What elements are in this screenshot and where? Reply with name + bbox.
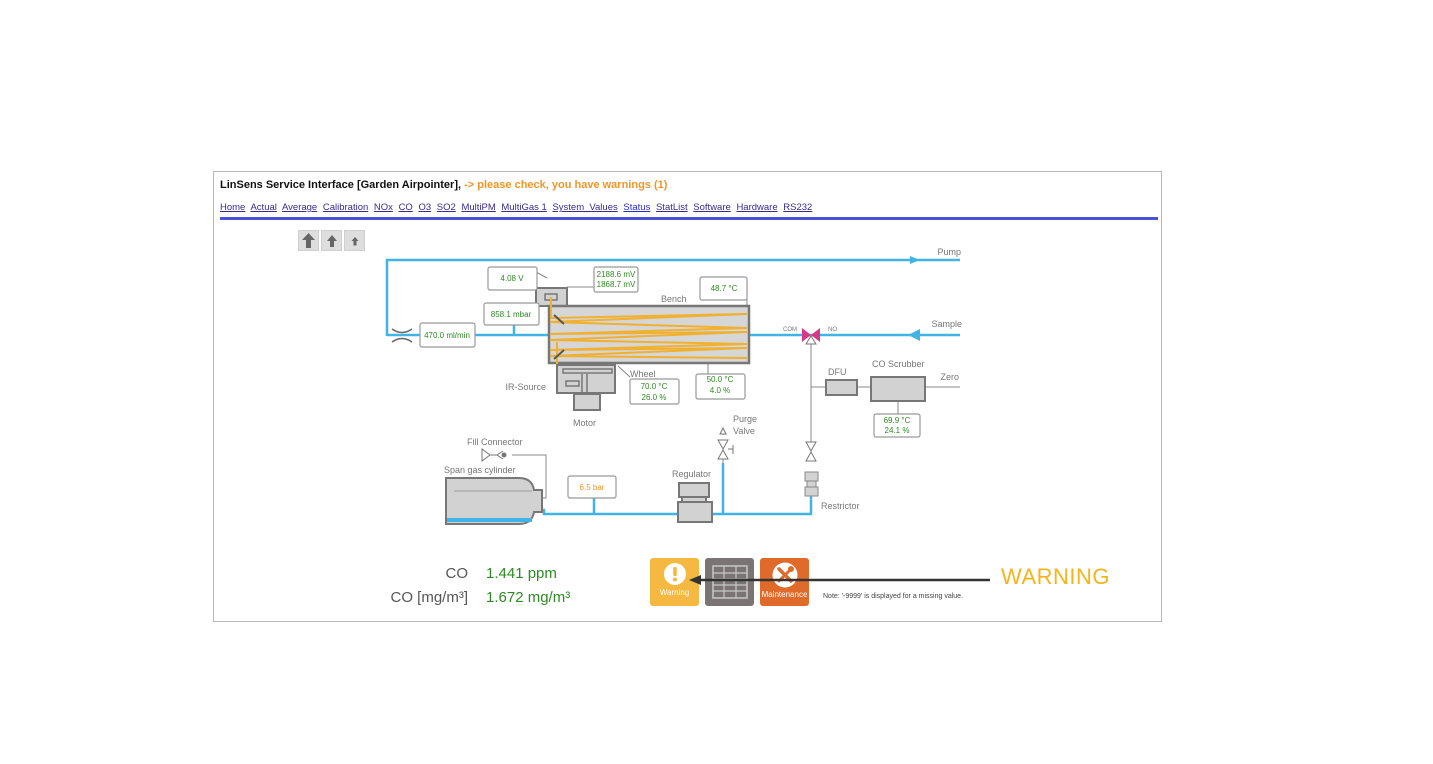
nav-rs232[interactable]: RS232: [783, 202, 813, 213]
service-interface-panel: LinSens Service Interface [Garden Airpoi…: [213, 171, 1162, 622]
readout-row: CO 1.441 ppm: [364, 561, 570, 585]
readout-label: CO: [445, 564, 469, 582]
bench-label: Bench: [661, 294, 687, 304]
fill-connector-label: Fill Connector: [467, 437, 523, 447]
span-gas-cylinder-label: Span gas cylinder: [444, 465, 516, 475]
wheel-temperature-value: 70.0 °C: [641, 382, 668, 391]
nav-software[interactable]: Software: [693, 202, 731, 213]
nav-so2[interactable]: SO2: [436, 202, 456, 213]
shutoff-valve-icon: [805, 441, 817, 462]
co-scrubber-label: CO Scrubber: [872, 359, 925, 369]
exclamation-icon: [663, 563, 686, 585]
no-label: NO: [828, 327, 837, 333]
nav-statlist[interactable]: StatList: [655, 202, 688, 213]
sample-label: Sample: [931, 319, 962, 329]
purge-valve-icon: [717, 426, 734, 460]
table-status-tile[interactable]: [705, 558, 754, 606]
readout-row: CO [mg/m³] 1.672 mg/m³: [364, 585, 571, 609]
wrench-screwdriver-icon: [772, 562, 797, 588]
title-text: LinSens Service Interface [Garden Airpoi…: [220, 179, 462, 191]
nav-nox[interactable]: NOx: [373, 202, 393, 213]
nav-multigas-1[interactable]: MultiGas 1: [501, 202, 547, 213]
arrow-up-medium-icon: [326, 234, 337, 247]
three-way-valve-icon: [802, 328, 820, 345]
measurement-readouts: CO 1.441 ppm CO [mg/m³] 1.672 mg/m³: [364, 561, 571, 609]
detector-mv-1-value: 2188.6 mV: [597, 270, 636, 279]
bench-temperature-value: 48.7 °C: [711, 284, 738, 293]
bench-bottom-temperature-value: 50.0 °C: [707, 375, 734, 384]
missing-value-note: Note: '-9999' is displayed for a missing…: [823, 593, 964, 600]
pump-arrow-icon: [910, 256, 920, 264]
ir-source-label: IR-Source: [505, 382, 546, 392]
page-title: LinSens Service Interface [Garden Airpoi…: [220, 179, 667, 191]
purge-valve-label-line2: Valve: [733, 426, 755, 436]
restrictor-label: Restrictor: [821, 501, 860, 511]
table-grid-icon: [711, 565, 748, 599]
pressure-value: 858.1 mbar: [491, 310, 532, 319]
span-gas-cylinder: [445, 477, 543, 525]
pump-pipe: [385, 258, 960, 336]
nav-actual[interactable]: Actual: [250, 202, 277, 213]
scrubber-percent-value: 24.1 %: [885, 426, 910, 435]
nav-hardware[interactable]: Hardware: [736, 202, 778, 213]
zero-label: Zero: [940, 372, 959, 382]
warning-annotation-label: WARNING: [1001, 564, 1111, 589]
detector-mv-2-value: 1868.7 mV: [597, 280, 636, 289]
arrow-up-small-icon: [351, 236, 358, 245]
nav-system-values[interactable]: System_Values: [552, 202, 618, 213]
regulator-outlet-pipe: [713, 492, 813, 516]
voltage-value: 4.08 V: [500, 274, 524, 283]
com-label: COM: [783, 327, 797, 333]
scrubber-temperature-value: 69.9 °C: [884, 416, 911, 425]
nav-average[interactable]: Average: [282, 202, 318, 213]
readout-value: 1.441 ppm: [486, 564, 557, 582]
readout-label: CO [mg/m³]: [390, 588, 469, 606]
nav-o3[interactable]: O3: [418, 202, 432, 213]
nav-calibration[interactable]: Calibration: [322, 202, 369, 213]
arrow-up-large-icon: [302, 233, 315, 248]
nav-co[interactable]: CO: [398, 202, 413, 213]
warning-status-tile[interactable]: Warning: [650, 558, 699, 606]
bench-bottom-percent-value: 4.0 %: [710, 386, 730, 395]
maintenance-status-tile[interactable]: Maintenance: [760, 558, 809, 606]
optical-bench: [535, 287, 751, 411]
flow-diagram: 4.08 V 2188.6 mV 1868.7 mV 48.7 °C 858.1…: [385, 247, 962, 525]
text-size-small-button[interactable]: [344, 230, 365, 251]
dfu-component: [825, 379, 858, 396]
text-size-medium-button[interactable]: [321, 230, 342, 251]
nav-bar: Home Actual Average Calibration NOx CO O…: [220, 202, 815, 213]
motor-label: Motor: [573, 418, 596, 428]
regulator-component: [677, 482, 713, 523]
flow-value: 470.0 ml/min: [424, 331, 470, 340]
maintenance-tile-label: Maintenance: [761, 590, 808, 599]
fill-connector-icon: [481, 448, 507, 462]
co-scrubber-component: [870, 376, 926, 402]
warning-tile-label: Warning: [659, 588, 690, 597]
purge-valve-label-line1: Purge: [733, 414, 757, 424]
nav-multipm[interactable]: MultiPM: [461, 202, 496, 213]
sample-arrow-icon: [908, 329, 920, 341]
text-size-large-button[interactable]: [298, 230, 319, 251]
wheel-percent-value: 26.0 %: [642, 393, 667, 402]
regulator-label: Regulator: [672, 469, 711, 479]
nav-home[interactable]: Home: [220, 202, 246, 213]
wheel-label: Wheel: [630, 369, 656, 379]
text-size-controls: [298, 230, 365, 251]
nav-status[interactable]: Status: [623, 202, 651, 213]
dfu-label: DFU: [828, 367, 847, 377]
span-pressure-value: 6.5 bar: [580, 483, 605, 492]
pump-label: Pump: [937, 247, 961, 257]
readout-value: 1.672 mg/m³: [486, 588, 571, 606]
span-gas-pipe: [534, 508, 679, 516]
nav-divider: [220, 217, 1158, 220]
flow-restrictor-icon: [391, 328, 413, 343]
warning-message: -> please check, you have warnings (1): [464, 179, 668, 191]
restrictor-component: [804, 471, 819, 497]
